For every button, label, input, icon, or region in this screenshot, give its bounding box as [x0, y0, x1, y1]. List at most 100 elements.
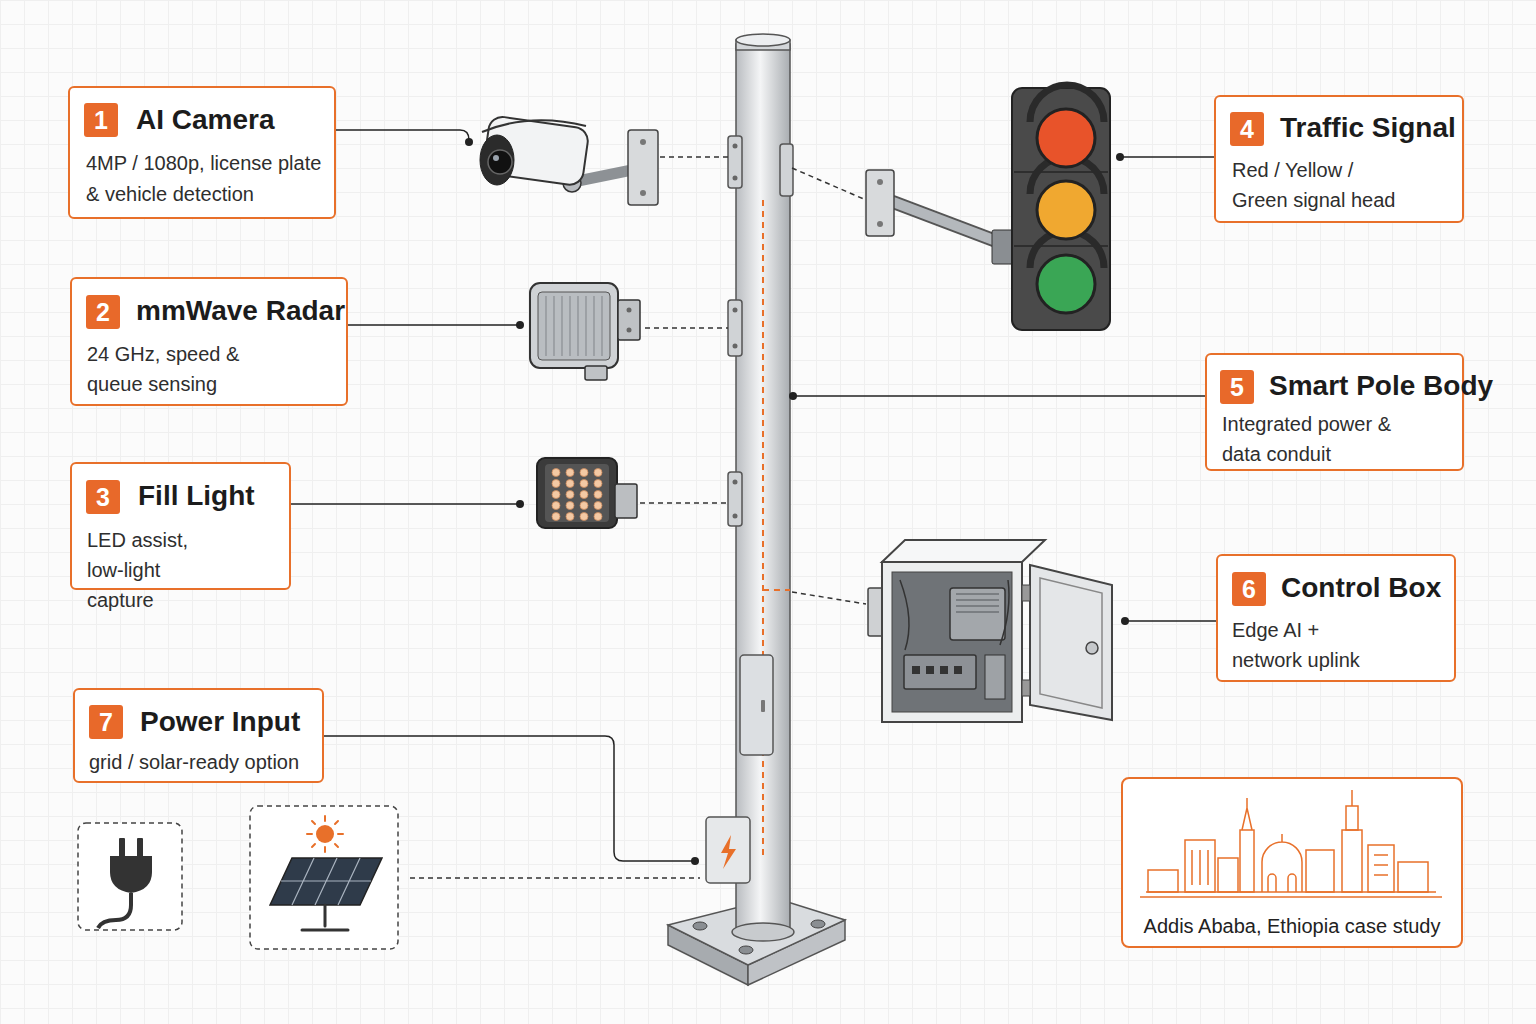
skyline-windows [1192, 850, 1208, 885]
clamp-bolt [733, 308, 738, 313]
control-box-cavity [892, 572, 1012, 712]
control-box-top [882, 540, 1045, 562]
mount-bolt [877, 179, 883, 185]
yellow-light [1037, 181, 1095, 239]
switch-ports [912, 666, 962, 674]
icon-frame [78, 823, 182, 930]
callout-number-badge: 1 [84, 103, 118, 137]
edge-ai-unit [950, 588, 1005, 640]
callout-heading: Traffic Signal [1280, 111, 1456, 145]
leader-line [336, 130, 469, 140]
plug-body [110, 856, 152, 893]
callout-description: 24 GHz, speed & queue sensing [87, 339, 267, 399]
skyline-building [1218, 858, 1238, 892]
radar-tab [585, 366, 607, 380]
pole-clamp [728, 300, 742, 356]
leader-line [1125, 620, 1216, 622]
radar-face [538, 292, 610, 360]
signal-collar [992, 230, 1014, 264]
skyline-spire [1242, 798, 1252, 830]
network-switch [904, 655, 976, 689]
skyline-windows [1374, 855, 1388, 875]
callout-box: Control BoxEdge AI + network uplink6 [1216, 554, 1456, 682]
skyline-tower [1342, 830, 1362, 892]
callout-heading: mmWave Radar [136, 294, 345, 328]
fill-light-face [545, 464, 609, 522]
signal-arm [893, 202, 1004, 244]
clamp-bolt [733, 480, 738, 485]
callout-heading: Fill Light [138, 479, 255, 513]
callout-description: grid / solar-ready option [89, 747, 319, 777]
leader-dot [1116, 153, 1124, 161]
signal-housing [1012, 88, 1110, 330]
door-panel [1040, 578, 1102, 708]
led-array [549, 467, 605, 522]
solar-dashed-line [410, 877, 700, 879]
camera-mount-plate [628, 130, 658, 205]
callout-number: 3 [86, 480, 120, 514]
mount-bolt [877, 221, 883, 227]
callout-number: 4 [1230, 112, 1264, 146]
lightning-symbol [721, 835, 736, 869]
callout-heading: Power Input [140, 705, 300, 739]
pole-collar [732, 923, 794, 941]
signal-mount-plate [866, 170, 894, 236]
radar-mount [618, 300, 640, 340]
radar-housing [530, 283, 618, 368]
callout-description: 4MP / 1080p, license plate & vehicle det… [86, 148, 331, 210]
access-door [740, 655, 773, 755]
leader-dot [516, 321, 524, 329]
callout-box: mmWave Radar 24 GHz, speed & queue sensin… [70, 277, 348, 406]
callout-number: 5 [1220, 370, 1254, 404]
case-study-panel [1121, 777, 1463, 948]
case-study-caption: Addis Ababa, Ethiopia case study [1123, 912, 1461, 940]
internal-wiring [900, 580, 1009, 650]
mount-bolt [627, 308, 632, 313]
leader-dot [465, 138, 473, 146]
callout-box: Power Input grid / solar-ready option 7 [73, 688, 324, 783]
callout-number: 2 [86, 295, 120, 329]
pole-clamp [780, 144, 793, 196]
skyline-building [1398, 862, 1428, 892]
callout-number-badge: 7 [89, 705, 123, 739]
fill-light-housing [537, 458, 617, 528]
panel-grid [281, 858, 371, 905]
power-box [706, 817, 750, 883]
mount-bolt [640, 139, 646, 145]
callout-box: Fill LightLED assist, low-light capture3 [70, 462, 291, 590]
leader-line [291, 503, 520, 505]
leader-dot [691, 857, 699, 865]
anchor-bolt [811, 920, 825, 928]
red-light [1037, 109, 1095, 167]
callout-number-badge: 6 [1232, 572, 1266, 606]
callout-box: AI Camera4MP / 1080p, license plate & ve… [68, 86, 336, 219]
mount-bolt [627, 328, 632, 333]
door-hinge [1022, 680, 1030, 696]
anchor-bolt [739, 946, 753, 954]
callout-number: 1 [84, 103, 118, 137]
skyline-arches [1268, 874, 1296, 892]
door-handle [1086, 642, 1098, 654]
skyline-tower-top [1346, 806, 1358, 830]
leader-dot [1121, 617, 1129, 625]
callout-number-badge: 5 [1220, 370, 1254, 404]
callout-number-badge: 3 [86, 480, 120, 514]
leader-dot [789, 392, 797, 400]
pole-clamp [728, 136, 742, 188]
case-study-box: Addis Ababa, Ethiopia case study [1121, 777, 1463, 948]
plug-prong [137, 838, 143, 858]
green-light [1037, 255, 1095, 313]
sun-symbol [316, 825, 334, 843]
skyline-building [1368, 845, 1394, 892]
mount-bolt [640, 190, 646, 196]
camera-face [480, 135, 514, 185]
door-latch [761, 700, 765, 712]
terminal-block [985, 655, 1005, 699]
callout-description: Edge AI + network uplink [1232, 615, 1377, 675]
door-hinge [1022, 585, 1030, 601]
clamp-bolt [733, 344, 738, 349]
leader-line [1120, 156, 1214, 158]
leader-line [793, 395, 1205, 397]
